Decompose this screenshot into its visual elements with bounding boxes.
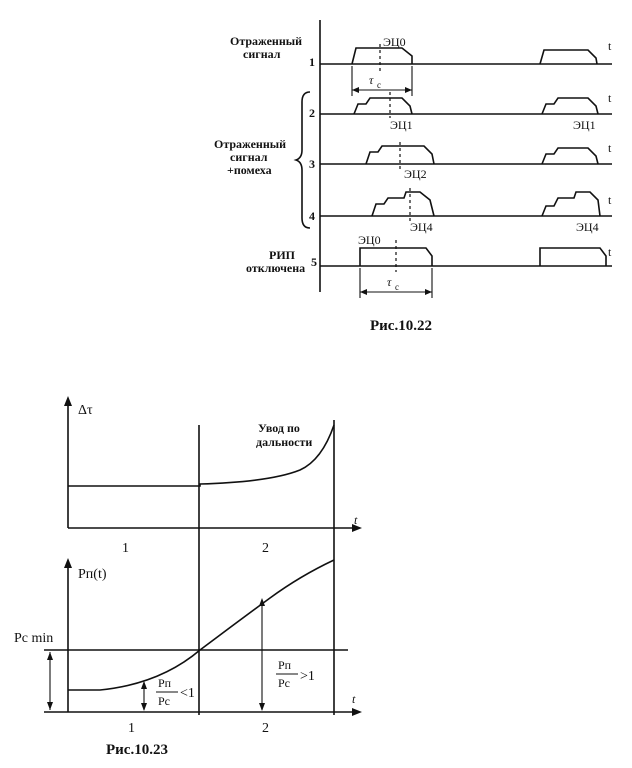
ratio-gt1-denominator: Pc bbox=[278, 676, 290, 690]
bottom-x-axis-arrow bbox=[352, 708, 362, 716]
row-3-ec2-label: ЭЦ2 bbox=[404, 167, 427, 181]
row-5-pulse-1 bbox=[359, 247, 433, 266]
pc-min-arrow-down bbox=[47, 702, 53, 710]
caption-fig-10-23: Рис.10.23 bbox=[106, 742, 168, 758]
rows-2-4-brace bbox=[293, 91, 311, 229]
row-5-pulse-2 bbox=[539, 247, 607, 266]
ratio-gt1-sign: >1 bbox=[300, 669, 315, 684]
top-region-2: 2 bbox=[262, 541, 269, 556]
row-4-ec4-label: ЭЦ4 bbox=[410, 220, 433, 234]
row-number-1: 1 bbox=[309, 55, 315, 69]
row-1-pulse-1 bbox=[351, 47, 413, 65]
ratio-gt1-arrow-up bbox=[259, 598, 265, 606]
interference-power-curve bbox=[68, 559, 335, 691]
row-1-tau-arrow-right bbox=[405, 87, 412, 93]
figure-10-22: Отраженный сигнал 1 t ЭЦ0 τ c Отраженный… bbox=[214, 20, 612, 334]
row-5-ec0-label: ЭЦ0 bbox=[358, 233, 381, 247]
bottom-region-1: 1 bbox=[128, 721, 135, 736]
row-number-5: 5 bbox=[311, 255, 317, 269]
bottom-t-label: t bbox=[352, 692, 356, 706]
top-region-1: 1 bbox=[122, 541, 129, 556]
pc-min-arrow-up bbox=[47, 652, 53, 660]
pp-t-label: Pп(t) bbox=[78, 567, 107, 582]
row-1-t-label: t bbox=[608, 39, 612, 53]
row-5-tau-symbol: τ bbox=[387, 275, 392, 289]
row-1-pulse-2 bbox=[539, 49, 598, 65]
figure-10-23: Δτ t Увод по дальности 1 2 Pп(t) t Pc mi… bbox=[14, 396, 362, 758]
range-drift-curve bbox=[68, 424, 335, 487]
delta-tau-label: Δτ bbox=[78, 403, 93, 418]
ratio-lt1-denominator: Pc bbox=[158, 694, 170, 708]
row-number-4: 4 bbox=[309, 209, 315, 223]
row-2-t-label: t bbox=[608, 91, 612, 105]
row-2-ec1-label: ЭЦ1 bbox=[390, 118, 413, 132]
row-3-t-label: t bbox=[608, 141, 612, 155]
row-5-tau-subscript: c bbox=[395, 282, 399, 292]
bottom-region-2: 2 bbox=[262, 721, 269, 736]
row-2-pulse-2 bbox=[541, 97, 599, 115]
pc-min-label: Pc min bbox=[14, 631, 53, 646]
ratio-gt1-arrow-down bbox=[259, 703, 265, 711]
label-mixed-line2: сигнал bbox=[230, 150, 268, 164]
row-4-pulse-1 bbox=[371, 191, 435, 217]
label-reflected-line1: Отраженный bbox=[230, 34, 302, 48]
uvod-line1: Увод по bbox=[258, 421, 300, 435]
row-1-ec0-label: ЭЦ0 bbox=[383, 35, 406, 49]
row-1-tau-arrow-left bbox=[352, 87, 359, 93]
row-1-tau-subscript: c bbox=[377, 80, 381, 90]
row-number-3: 3 bbox=[309, 157, 315, 171]
row-5-t-label: t bbox=[608, 245, 612, 259]
top-t-label: t bbox=[354, 513, 358, 527]
uvod-line2: дальности bbox=[256, 435, 312, 449]
label-rip-line2: отключена bbox=[246, 261, 305, 275]
ratio-lt1-arrow-down bbox=[141, 703, 147, 711]
row-4-ec4-label-right: ЭЦ4 bbox=[576, 220, 599, 234]
top-x-axis-arrow bbox=[352, 524, 362, 532]
caption-fig-10-22: Рис.10.22 bbox=[370, 318, 432, 334]
label-rip-line1: РИП bbox=[269, 248, 296, 262]
row-5-tau-arrow-left bbox=[360, 289, 367, 295]
row-4-pulse-2 bbox=[541, 191, 601, 217]
row-2-pulse-1 bbox=[353, 97, 413, 115]
ratio-lt1-numerator: Pп bbox=[158, 676, 172, 690]
label-reflected-line2: сигнал bbox=[243, 47, 281, 61]
row-5-tau-arrow-right bbox=[425, 289, 432, 295]
ratio-gt1-numerator: Pп bbox=[278, 658, 292, 672]
row-2-ec1-label-right: ЭЦ1 bbox=[573, 118, 596, 132]
row-4-t-label: t bbox=[608, 193, 612, 207]
ratio-lt1-sign: <1 bbox=[180, 686, 195, 701]
ratio-lt1-arrow-up bbox=[141, 681, 147, 689]
label-mixed-line3: +помеха bbox=[227, 163, 272, 177]
bottom-y-axis-arrow bbox=[64, 558, 72, 568]
row-number-2: 2 bbox=[309, 106, 315, 120]
row-3-pulse-2 bbox=[541, 147, 599, 165]
top-y-axis-arrow bbox=[64, 396, 72, 406]
label-mixed-line1: Отраженный bbox=[214, 137, 286, 151]
row-1-tau-symbol: τ bbox=[369, 73, 374, 87]
row-3-pulse-1 bbox=[365, 145, 435, 165]
